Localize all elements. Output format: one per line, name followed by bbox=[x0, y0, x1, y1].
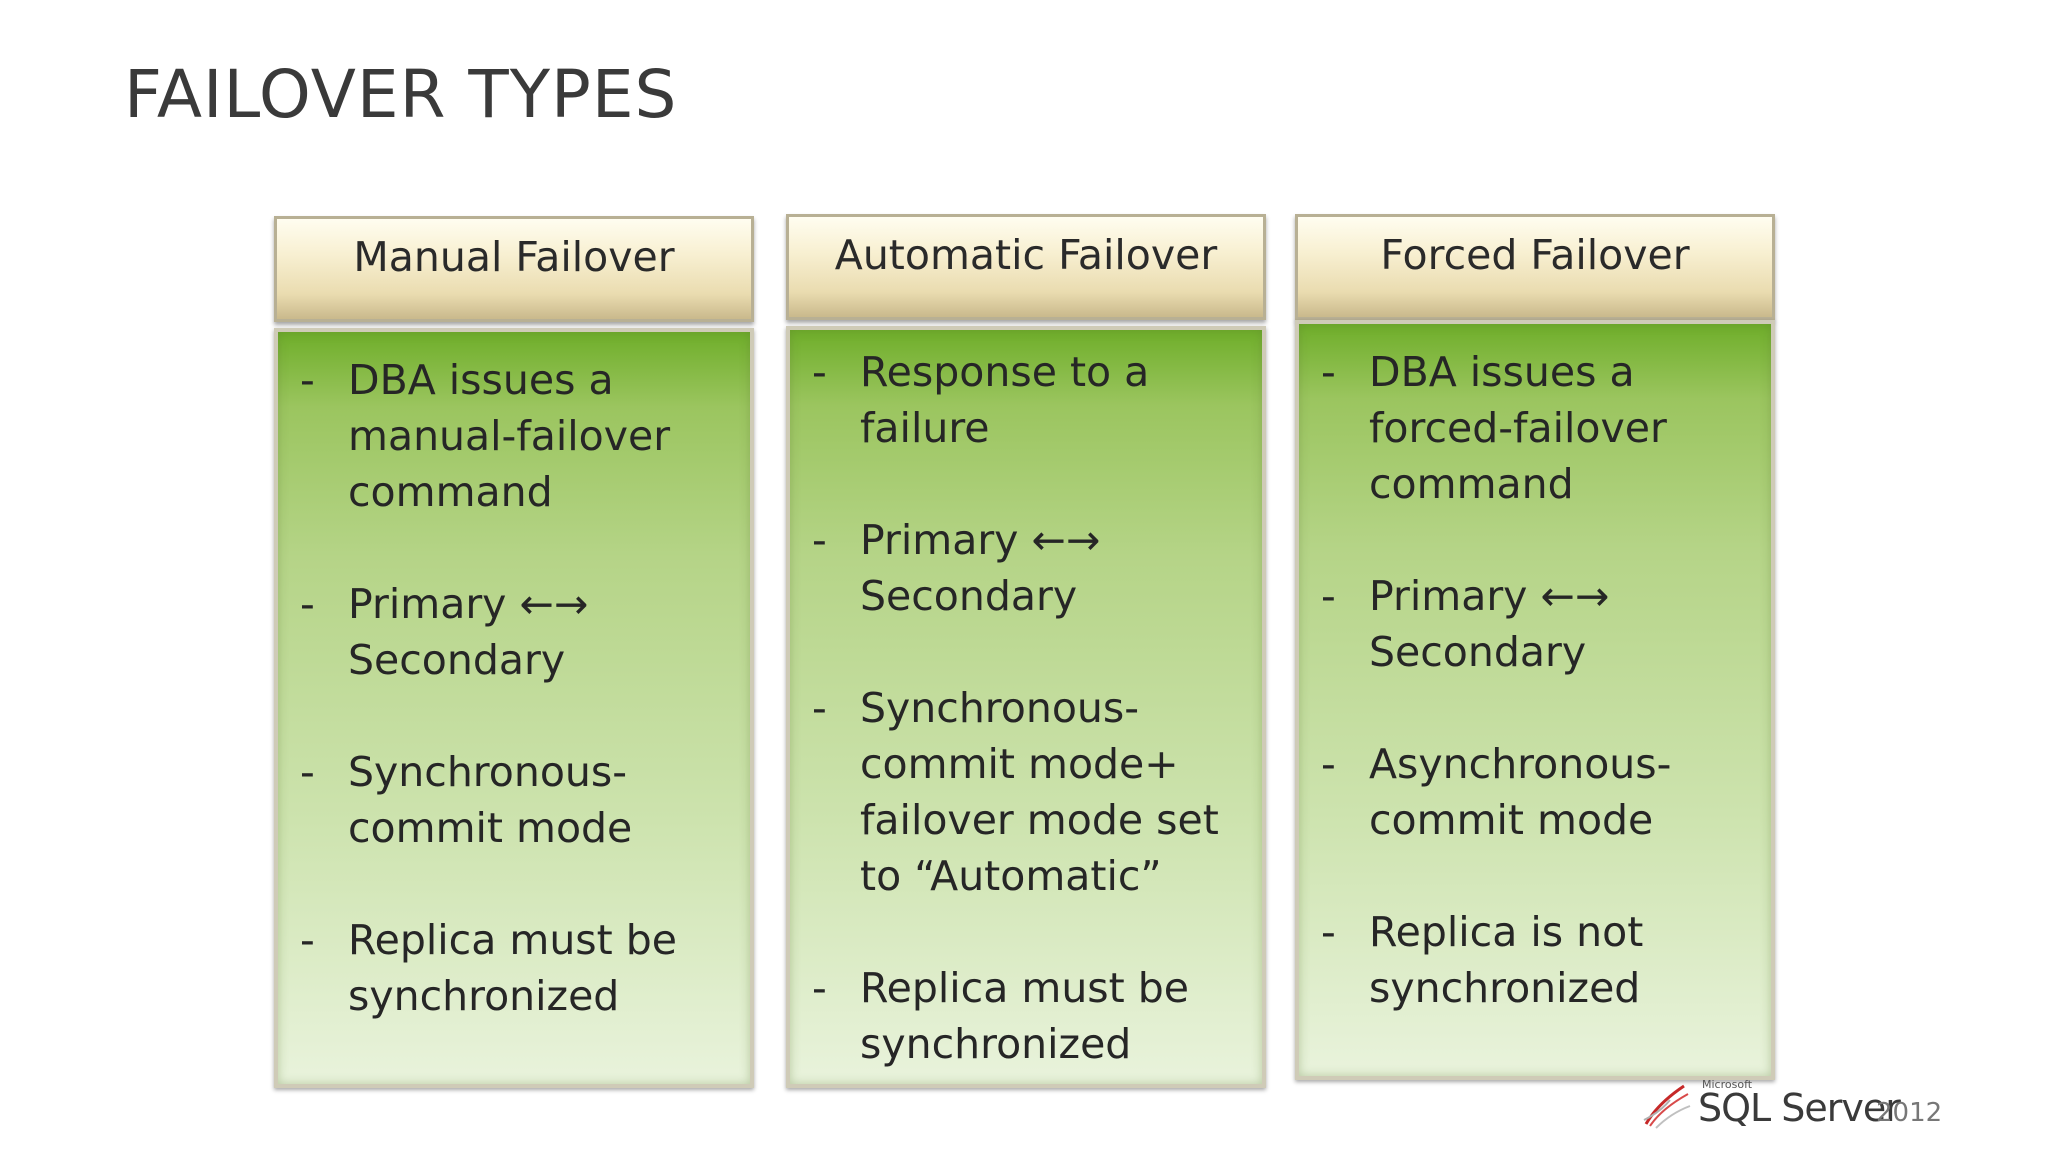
list-item: - Synchronous-commit mode+ failover mode… bbox=[790, 680, 1262, 904]
bullet-dash: - bbox=[1321, 348, 1336, 396]
bullet-text: DBA issues a forced-failover command bbox=[1369, 348, 1667, 508]
bullet-dash: - bbox=[812, 684, 827, 732]
list-item: - Primary ←→ Secondary bbox=[278, 576, 750, 688]
bullet-dash: - bbox=[812, 348, 827, 396]
sql-server-logo: Microsoft SQL Server 2012 bbox=[1640, 1078, 1943, 1138]
bullet-text: Synchronous-commit mode+ failover mode s… bbox=[860, 684, 1219, 900]
list-item: - DBA issues a manual-failover command bbox=[278, 352, 750, 520]
bullet-dash: - bbox=[812, 964, 827, 1012]
bullet-dash: - bbox=[300, 748, 315, 796]
bullet-text: Primary ←→ Secondary bbox=[860, 516, 1101, 620]
logo-product: SQL Server bbox=[1698, 1086, 1901, 1130]
bullet-dash: - bbox=[1321, 908, 1336, 956]
slide-title: FAILOVER TYPES bbox=[124, 56, 678, 133]
column-header: Automatic Failover bbox=[786, 214, 1266, 320]
list-item: - Response to a failure bbox=[790, 344, 1262, 456]
bullet-list: - Response to a failure - Primary ←→ Sec… bbox=[790, 344, 1262, 1072]
list-item: - Asynchronous-commit mode bbox=[1299, 736, 1771, 848]
list-item: - DBA issues a forced-failover command bbox=[1299, 344, 1771, 512]
bullet-text: Primary ←→ Secondary bbox=[1369, 572, 1610, 676]
column-header: Manual Failover bbox=[274, 216, 754, 322]
list-item: - Replica is not synchronized bbox=[1299, 904, 1771, 1016]
list-item: - Synchronous-commit mode bbox=[278, 744, 750, 856]
bullet-text: DBA issues a manual-failover command bbox=[348, 356, 671, 516]
bullet-list: - DBA issues a forced-failover command -… bbox=[1299, 344, 1771, 1016]
bullet-dash: - bbox=[1321, 740, 1336, 788]
bullet-text: Replica must be synchronized bbox=[860, 964, 1190, 1068]
list-item: - Replica must be synchronized bbox=[278, 912, 750, 1024]
list-item: - Primary ←→ Secondary bbox=[790, 512, 1262, 624]
bullet-dash: - bbox=[1321, 572, 1336, 620]
bullet-text: Asynchronous-commit mode bbox=[1369, 740, 1672, 844]
column-header: Forced Failover bbox=[1295, 214, 1775, 320]
column-body: - DBA issues a forced-failover command -… bbox=[1295, 320, 1775, 1080]
bullet-dash: - bbox=[300, 580, 315, 628]
column-body: - DBA issues a manual-failover command -… bbox=[274, 328, 754, 1088]
logo-version: 2012 bbox=[1876, 1098, 1943, 1128]
bullet-text: Synchronous-commit mode bbox=[348, 748, 633, 852]
bullet-text: Response to a failure bbox=[860, 348, 1150, 452]
bullet-text: Replica must be synchronized bbox=[348, 916, 678, 1020]
bullet-dash: - bbox=[812, 516, 827, 564]
sql-server-logo-icon bbox=[1643, 1084, 1691, 1129]
list-item: - Replica must be synchronized bbox=[790, 960, 1262, 1072]
bullet-list: - DBA issues a manual-failover command -… bbox=[278, 352, 750, 1024]
bullet-text: Replica is not synchronized bbox=[1369, 908, 1644, 1012]
logo-vendor: Microsoft bbox=[1702, 1078, 1753, 1091]
bullet-dash: - bbox=[300, 356, 315, 404]
bullet-text: Primary ←→ Secondary bbox=[348, 580, 589, 684]
list-item: - Primary ←→ Secondary bbox=[1299, 568, 1771, 680]
bullet-dash: - bbox=[300, 916, 315, 964]
column-body: - Response to a failure - Primary ←→ Sec… bbox=[786, 326, 1266, 1088]
